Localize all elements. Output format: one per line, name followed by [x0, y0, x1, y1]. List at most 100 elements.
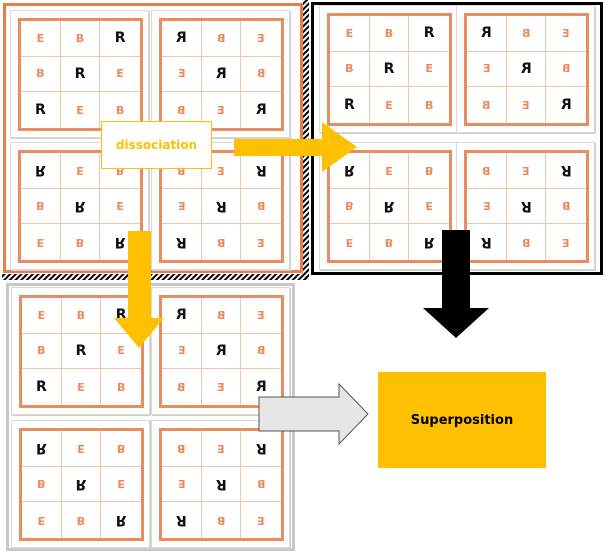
- grid-cell: R: [369, 51, 410, 88]
- grid-cell: E: [21, 224, 61, 260]
- grid-cell: R: [162, 298, 202, 334]
- grid-cell: E: [369, 153, 410, 189]
- grid-cell: E: [100, 57, 140, 93]
- grey-arrow-right: [258, 382, 369, 446]
- grid-cell: B: [409, 87, 449, 123]
- grid-cell: B: [201, 298, 242, 334]
- grid-cell: R: [162, 21, 202, 57]
- grid-cell: E: [330, 16, 370, 52]
- grid-cell: R: [241, 153, 281, 189]
- cell-letter: E: [117, 344, 125, 358]
- cell-letter: R: [74, 65, 86, 82]
- cell-letter: E: [36, 31, 45, 45]
- grid-cell: E: [370, 87, 410, 123]
- grid-cell: R: [22, 369, 62, 405]
- grid-cell: B: [61, 298, 102, 334]
- grid-cell: E: [162, 56, 202, 93]
- black-arrow-down: [423, 230, 489, 338]
- grid-cell: B: [22, 466, 62, 503]
- grid-cell: R: [60, 188, 101, 225]
- grid-cell: R: [201, 188, 242, 225]
- cell-letter: E: [116, 67, 124, 81]
- grid-cell: E: [409, 52, 449, 88]
- grid-cell: B: [100, 153, 140, 189]
- grid-cell: B: [100, 92, 140, 128]
- grid-cell: E: [22, 298, 62, 334]
- grid-cell: B: [21, 56, 61, 93]
- grid-cell: B: [101, 369, 141, 405]
- grid-cell: B: [22, 333, 62, 370]
- grid-cell: E: [101, 334, 141, 370]
- cell-letter: R: [423, 25, 435, 42]
- cell-letter: E: [345, 26, 354, 40]
- grid-cell: B: [202, 224, 242, 260]
- grid-cell: B: [241, 334, 281, 370]
- superposition-label: Superposition: [410, 412, 514, 428]
- grid-cell: B: [241, 467, 281, 503]
- grid-cell: R: [369, 188, 410, 225]
- superposition-box: Superposition: [378, 372, 546, 468]
- grid-cell: B: [21, 188, 61, 225]
- grid-cell: R: [60, 56, 101, 93]
- grid-cell: R: [101, 298, 141, 334]
- grid-cell: R: [21, 153, 61, 189]
- cell-letter: R: [343, 97, 355, 114]
- grid-cell: B: [330, 188, 370, 225]
- grid-cell: E: [162, 333, 202, 370]
- grid-cell: E: [61, 431, 102, 467]
- cell-letter: B: [75, 31, 85, 45]
- grid-cell: B: [61, 224, 101, 260]
- cell-letter: B: [116, 380, 126, 394]
- grid-cell: R: [162, 224, 202, 260]
- grid-cell: E: [62, 369, 102, 405]
- grid-cell: B: [409, 153, 449, 189]
- grid-cell: E: [60, 153, 101, 189]
- grid-cell: R: [21, 92, 61, 128]
- grid-cell: E: [330, 224, 370, 260]
- cell-letter: R: [115, 307, 127, 324]
- cell-letter: B: [345, 62, 354, 76]
- grid-cell: B: [162, 153, 202, 189]
- grid-cell: E: [162, 188, 202, 225]
- grid-cell: R: [330, 87, 370, 123]
- grid-cell: E: [21, 21, 61, 57]
- grid-cell: B: [546, 52, 586, 88]
- grid-cell: E: [546, 16, 586, 52]
- yellow-arrow-right: [234, 122, 357, 172]
- cell-letter: B: [76, 308, 86, 322]
- grid-cell: B: [101, 431, 141, 467]
- grid-cell: B: [506, 16, 547, 52]
- grid-cell: B: [162, 431, 202, 467]
- grid-cell: B: [330, 51, 370, 88]
- grid-cell: E: [409, 189, 449, 225]
- cell-letter: R: [114, 30, 126, 47]
- cell-letter: E: [425, 62, 433, 76]
- cell-letter: R: [34, 102, 46, 119]
- grid-cell: E: [467, 188, 507, 225]
- grid-cell: E: [61, 92, 101, 128]
- grid-cell: E: [201, 431, 242, 467]
- grid-cell: E: [507, 87, 547, 123]
- grid-cell: B: [202, 502, 242, 538]
- grid-cell: B: [241, 57, 281, 93]
- grid-cell: E: [202, 369, 242, 405]
- cell-letter: E: [76, 103, 84, 117]
- grid-cell: E: [101, 467, 141, 503]
- cell-letter: E: [385, 98, 393, 112]
